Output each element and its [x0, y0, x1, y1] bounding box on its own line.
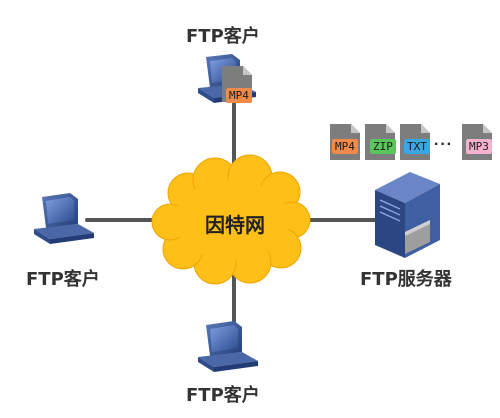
file-tag-mp4: MP4 — [332, 139, 358, 154]
server-tower — [375, 172, 440, 258]
server-label: FTP服务器 — [360, 269, 452, 290]
more-files-ellipsis: ··· — [434, 136, 453, 153]
client-bottom-label: FTP客户 — [186, 385, 260, 406]
client-left-computer — [34, 193, 94, 244]
file-tag-mp3: MP3 — [466, 139, 492, 154]
client-top-label: FTP客户 — [186, 26, 260, 47]
file-tag-zip: ZIP — [370, 139, 396, 154]
file-tag-txt: TXT — [404, 139, 430, 154]
internet-label: 因特网 — [205, 213, 265, 237]
internet-cloud — [151, 154, 311, 285]
client-left-label: FTP客户 — [26, 269, 100, 290]
client-bottom-computer — [198, 321, 258, 372]
client-file-tag: MP4 — [226, 88, 252, 103]
